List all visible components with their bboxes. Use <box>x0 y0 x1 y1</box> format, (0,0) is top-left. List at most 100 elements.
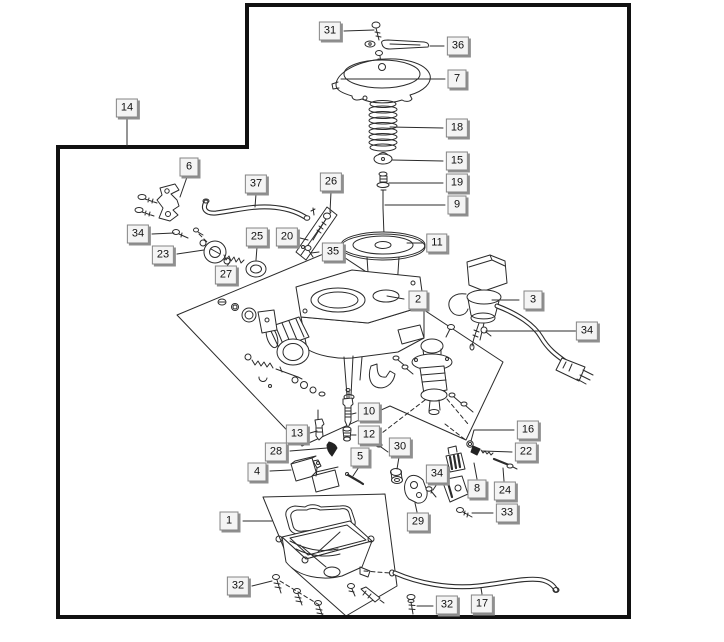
leader-lines <box>126 29 577 607</box>
part-vacuum-chamber-cover-7 <box>331 58 431 104</box>
callout-14[interactable]: 14 <box>115 98 139 118</box>
part-choke-cover-3 <box>466 254 508 292</box>
callout-36[interactable]: 36 <box>446 36 470 56</box>
part-vent-hose-37 <box>201 198 316 221</box>
callout-24[interactable]: 24 <box>493 481 517 501</box>
part-bracket-screws <box>134 194 158 217</box>
callout-6[interactable]: 6 <box>179 157 199 177</box>
callout-20[interactable]: 20 <box>275 227 299 247</box>
part-screw-32-right <box>406 594 416 615</box>
leader-line-4 <box>269 469 292 472</box>
callout-8[interactable]: 8 <box>467 479 487 499</box>
leader-line-31 <box>343 29 375 32</box>
leader-line-24 <box>502 467 505 482</box>
callout-3[interactable]: 3 <box>523 290 543 310</box>
part-spring-27 <box>223 254 245 264</box>
part-screw-34-bottom <box>425 486 437 498</box>
part-choke-diaphragm-cluster <box>172 227 267 278</box>
leader-line-34 <box>151 232 175 235</box>
callout-35[interactable]: 35 <box>321 242 345 262</box>
callout-30[interactable]: 30 <box>388 437 412 457</box>
callout-34[interactable]: 34 <box>126 224 150 244</box>
part-needle-clip-19 <box>376 171 390 188</box>
leader-line-20 <box>299 237 309 241</box>
callout-29[interactable]: 29 <box>406 512 430 532</box>
leader-line-30 <box>396 456 400 470</box>
callout-16[interactable]: 16 <box>516 420 540 440</box>
callout-25[interactable]: 25 <box>245 227 269 247</box>
callout-31[interactable]: 31 <box>318 21 342 41</box>
leader-line-25 <box>255 246 258 261</box>
leader-line-15 <box>391 159 444 162</box>
leader-line-22 <box>481 450 513 453</box>
part-drain-screw <box>347 569 395 604</box>
callout-19[interactable]: 19 <box>445 173 469 193</box>
leader-line-23 <box>176 249 205 255</box>
callout-32[interactable]: 32 <box>226 576 250 596</box>
part-spacer-30 <box>390 468 403 484</box>
callout-26[interactable]: 26 <box>319 172 343 192</box>
part-main-jet-10 <box>342 388 354 429</box>
leader-line-10 <box>351 412 357 415</box>
part-choke-screws <box>445 324 492 338</box>
callout-23[interactable]: 23 <box>151 245 175 265</box>
callout-4[interactable]: 4 <box>247 462 267 482</box>
leader-line-5 <box>352 466 360 477</box>
part-float-4 <box>290 455 340 493</box>
part-valve-pin-24 <box>492 457 518 470</box>
part-needle-valve-22 <box>470 445 494 456</box>
callout-11[interactable]: 11 <box>426 233 448 253</box>
part-bowl-screws-32 <box>272 574 324 618</box>
part-body-small-hardware <box>217 298 326 397</box>
callout-12[interactable]: 12 <box>357 425 381 445</box>
part-pilot-jet-12 <box>342 426 352 442</box>
callout-13[interactable]: 13 <box>285 424 309 444</box>
diagram-frame <box>56 3 631 619</box>
part-float-pin-5 <box>345 472 365 486</box>
leader-line-18 <box>389 126 444 129</box>
part-needle-jet-13 <box>314 409 325 441</box>
callout-2[interactable]: 2 <box>408 290 428 310</box>
callout-7[interactable]: 7 <box>447 69 467 89</box>
leader-line-6 <box>179 176 188 198</box>
part-oring-16 <box>466 440 474 448</box>
callout-37[interactable]: 37 <box>244 174 268 194</box>
callout-34[interactable]: 34 <box>425 464 449 484</box>
callout-18[interactable]: 18 <box>445 118 469 138</box>
part-bracket-6 <box>156 183 180 222</box>
leader-line-28 <box>289 447 328 452</box>
callout-1[interactable]: 1 <box>219 511 239 531</box>
callout-22[interactable]: 22 <box>514 442 538 462</box>
part-spring-18 <box>368 100 398 152</box>
leader-line-29 <box>414 502 418 513</box>
callout-9[interactable]: 9 <box>447 195 467 215</box>
part-bracket-29 <box>404 474 428 504</box>
part-screw-33 <box>456 507 473 518</box>
callout-17[interactable]: 17 <box>470 594 494 614</box>
part-spring-seat-15 <box>373 152 393 165</box>
part-carburetor-body <box>265 269 425 400</box>
part-screw-31 <box>371 21 382 41</box>
callout-34[interactable]: 34 <box>575 321 599 341</box>
part-vacuum-valve-assembly <box>364 338 474 453</box>
part-valve-seat-8 <box>441 445 469 503</box>
callout-10[interactable]: 10 <box>357 402 381 422</box>
callout-33[interactable]: 33 <box>495 503 519 523</box>
leader-line-26 <box>329 191 332 213</box>
leader-line-35 <box>310 251 320 254</box>
callout-5[interactable]: 5 <box>350 447 370 467</box>
leader-line-37 <box>254 193 257 208</box>
part-pump-plate-20 <box>295 206 338 261</box>
leader-line-17 <box>480 587 483 595</box>
leader-line-8 <box>473 462 478 480</box>
callout-28[interactable]: 28 <box>264 442 288 462</box>
callout-27[interactable]: 27 <box>214 265 238 285</box>
leader-line-27 <box>226 261 231 267</box>
callout-32[interactable]: 32 <box>435 595 459 615</box>
callout-15[interactable]: 15 <box>445 151 469 171</box>
leader-line-32 <box>251 580 273 587</box>
part-top-plate-36 <box>364 39 429 65</box>
